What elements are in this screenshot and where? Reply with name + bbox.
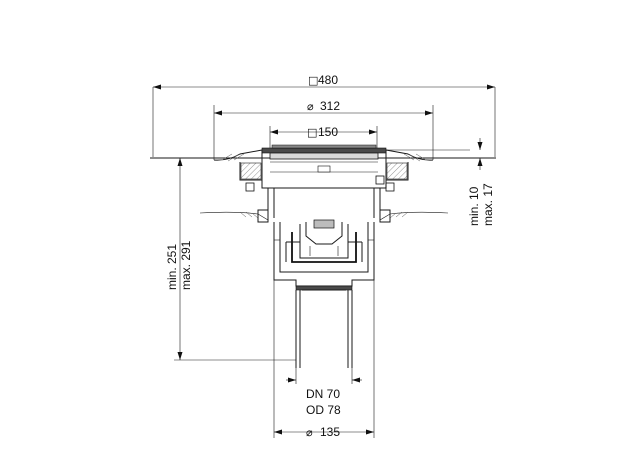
dimension-135-value: 135 — [320, 425, 340, 439]
dimension-480-symbol: □ — [308, 74, 318, 87]
dimension-135: ⌀ 135 — [273, 280, 375, 439]
dimension-480: □ 480 — [152, 73, 496, 157]
dimension-height-min: min. 251 — [165, 244, 179, 290]
dimension-312-value: 312 — [320, 99, 340, 113]
dimension-height-max: max. 291 — [179, 240, 193, 290]
dimension-height: min. 251 max. 291 — [165, 158, 296, 361]
dimension-135-symbol: ⌀ — [306, 426, 313, 439]
dimension-flange: min. 10 max. 17 — [467, 138, 495, 226]
dimension-150: □ 150 — [269, 125, 378, 150]
dimension-flange-max: max. 17 — [481, 183, 495, 226]
dimension-150-value: 150 — [318, 125, 338, 139]
dimension-480-value: 480 — [318, 73, 338, 87]
dimension-pipe-dn: DN 70 — [306, 387, 340, 401]
dimension-pipe-od: OD 78 — [306, 403, 341, 417]
drain-body — [199, 144, 449, 368]
dimension-312: ⌀ 312 — [213, 99, 434, 160]
dimension-312-symbol: ⌀ — [307, 100, 314, 113]
dimension-150-symbol: □ — [307, 126, 317, 139]
dimension-pipe: DN 70 OD 78 — [286, 368, 362, 417]
dimension-flange-min: min. 10 — [467, 186, 481, 226]
